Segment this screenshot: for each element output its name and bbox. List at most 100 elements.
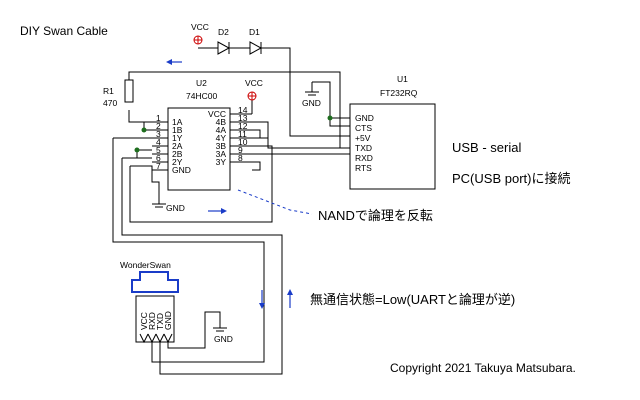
junction-dot	[327, 115, 333, 121]
u1-pin-name: GND	[355, 113, 374, 123]
u2-pin-number: 8	[238, 153, 243, 163]
wire-pin6	[130, 165, 153, 174]
u2-pin-number: 2	[156, 121, 161, 131]
resistor-r1	[124, 79, 134, 103]
wonderswan-label: WonderSwan	[120, 260, 171, 270]
wire-to-swan-rxd	[121, 158, 283, 375]
wire-pin13-to-txd	[252, 121, 350, 149]
diode-d2-label: D2	[218, 27, 229, 37]
diagram-title: DIY Swan Cable	[20, 24, 108, 38]
u2-ref: U2	[196, 78, 207, 88]
u2-pin-name: 3B	[216, 141, 227, 151]
u2-pin-name: 2B	[172, 149, 183, 159]
u2-pin-name: 1Y	[172, 133, 183, 143]
vcc-symbol-u2: VCC	[245, 78, 263, 101]
arrow-right-icon	[208, 208, 227, 214]
vcc-label: VCC	[191, 22, 209, 32]
wonderswan-pin-name: RXD	[147, 312, 157, 330]
u2-vcc-label: VCC	[245, 78, 263, 88]
wonderswan-port-icon	[131, 271, 179, 293]
u2-left-pins: 1 1A 2 1B 3 1Y 4 2A 5 2B 6 2Y 7 GND	[152, 113, 191, 175]
u2-pin-name: 2Y	[172, 157, 183, 167]
gnd-label-u1: GND	[302, 98, 321, 108]
idle-state-note: 無通信状態=Low(UARTと論理が逆)	[310, 292, 515, 307]
u2-pin-name: 2A	[172, 141, 183, 151]
u2-pin-name: 1A	[172, 117, 183, 127]
u2-pin-number: 3	[156, 129, 161, 139]
wire-u1-cts	[329, 118, 350, 127]
gnd-label-u2: GND	[166, 203, 185, 213]
gnd-symbol-u2	[152, 203, 166, 208]
wire-pin7-gnd	[151, 174, 160, 204]
nand-invert-note: NANDで論理を反転	[318, 208, 433, 223]
wire-swan-gnd	[167, 311, 221, 349]
arrow-left-icon	[166, 59, 182, 65]
copyright-note: Copyright 2021 Takuya Matsubara.	[390, 361, 576, 375]
wire-r1-to-pin1	[128, 110, 152, 123]
junction-dot	[134, 147, 140, 153]
u1-part: FT232RQ	[380, 88, 418, 98]
u2-pin-number: 10	[238, 137, 248, 147]
wire-pin3-to-swan-txd	[112, 138, 265, 363]
gnd-symbol-swan	[213, 327, 227, 332]
arrow-down-icon	[259, 290, 265, 309]
u2-pin-number: 14	[238, 105, 248, 115]
u2-pin-number: 9	[238, 145, 243, 155]
u2-pin-name: 3A	[216, 149, 227, 159]
wonderswan-pin-tips	[139, 333, 173, 344]
wire-pin10-pin9	[252, 161, 261, 171]
diode-d1-label: D1	[249, 27, 260, 37]
u1-pin-name: TXD	[355, 143, 372, 153]
u1-pin-name: RTS	[355, 163, 372, 173]
wire-pin12-pin13	[252, 129, 261, 139]
u2-pin-name: VCC	[208, 109, 226, 119]
diode-d1	[249, 41, 263, 55]
u2-pin-name: 4B	[216, 117, 227, 127]
u2-chip-body	[167, 107, 231, 191]
arrow-up-icon	[287, 289, 293, 308]
signal-arrows	[166, 59, 293, 309]
resistor-ref: R1	[103, 86, 114, 96]
wonderswan-pin-name: GND	[163, 311, 173, 330]
vcc-symbol-top: VCC	[191, 22, 209, 45]
u2-pin-number: 12	[238, 121, 248, 131]
wire-pin6-loop	[129, 145, 273, 223]
resistor-value: 470	[103, 98, 117, 108]
u2-pin-number: 5	[156, 145, 161, 155]
wire-vcc-to-5v	[198, 47, 350, 137]
u2-pin-number: 13	[238, 113, 248, 123]
u2-pin-number: 7	[156, 161, 161, 171]
wonderswan-connector	[135, 295, 175, 343]
usb-serial-note: USB - serial	[452, 140, 521, 155]
u1-chip-body	[349, 103, 436, 190]
wonderswan-pin-name: TXD	[155, 313, 165, 330]
u2-pin-name: 3Y	[216, 157, 227, 167]
u2-pin-name: GND	[172, 165, 191, 175]
u2-pin-name: 1B	[172, 125, 183, 135]
u1-pin-name: RXD	[355, 153, 373, 163]
u2-pin-number: 1	[156, 113, 161, 123]
u2-pin-number: 4	[156, 137, 161, 147]
gnd-label-swan: GND	[214, 334, 233, 344]
nand-leader-line	[237, 189, 313, 215]
gnd-symbol-u1	[305, 82, 319, 96]
u1-ref: U1	[397, 74, 408, 84]
wire-pin4-pin5	[136, 150, 152, 159]
u2-pin-number: 11	[238, 129, 247, 139]
junction-dot	[141, 127, 147, 133]
junctions	[134, 115, 333, 153]
u1-pin-name: +5V	[355, 133, 371, 143]
wire-u1-gnd	[312, 81, 350, 119]
wonderswan-pin-name: VCC	[139, 312, 149, 330]
u2-pin-name: 4A	[216, 125, 227, 135]
u2-part: 74HC00	[186, 91, 217, 101]
u1-pin-name: CTS	[355, 123, 372, 133]
u2-pin-number: 6	[156, 153, 161, 163]
pc-connect-note: PC(USB port)に接続	[452, 171, 570, 186]
diode-d2	[217, 41, 231, 55]
